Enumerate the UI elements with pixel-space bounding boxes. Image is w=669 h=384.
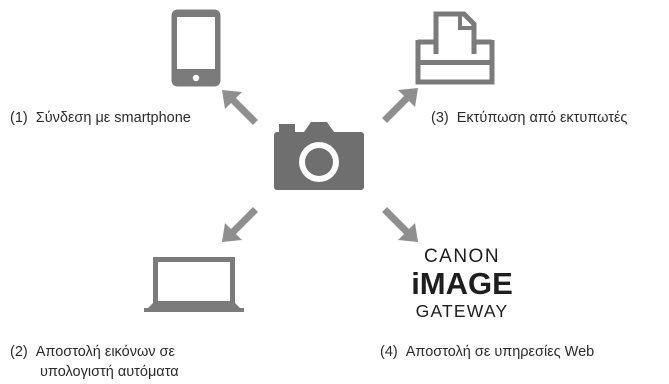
label-printer: (3) Εκτύπωση από εκτυπωτές (431, 108, 627, 128)
label-computer: (2) Αποστολή εικόνων σε υπολογιστή αυτόμα… (10, 342, 179, 382)
smartphone-icon (171, 9, 221, 87)
label-text: Σύνδεση με smartphone (35, 110, 191, 126)
logo-line-canon: CANON (423, 246, 501, 267)
label-text: Αποστολή εικόνων σε (35, 344, 175, 360)
label-number: (3) (431, 110, 449, 126)
label-text: Αποστολή σε υπηρεσίες Web (405, 344, 595, 360)
laptop-icon (144, 257, 244, 312)
canon-image-gateway-logo: CANON iMAGE GATEWAY (392, 246, 532, 322)
camera-icon (274, 122, 364, 190)
arrow-down-right-icon (382, 207, 418, 242)
arrow-down-left-icon (222, 207, 258, 242)
label-text: Εκτύπωση από εκτυπωτές (456, 110, 628, 126)
arrow-up-left-icon (222, 90, 258, 125)
label-number: (2) (10, 344, 28, 360)
label-web: (4) Αποστολή σε υπηρεσίες Web (380, 342, 594, 362)
printer-icon (415, 11, 495, 85)
label-smartphone: (1) Σύνδεση με smartphone (10, 108, 191, 128)
label-number: (1) (10, 110, 28, 126)
logo-line-image: iMAGE (411, 266, 513, 301)
arrow-up-right-icon (382, 88, 418, 123)
label-text-line2: υπολογιστή αυτόματα (40, 364, 179, 380)
label-number: (4) (380, 344, 398, 360)
logo-line-gateway: GATEWAY (415, 301, 509, 321)
